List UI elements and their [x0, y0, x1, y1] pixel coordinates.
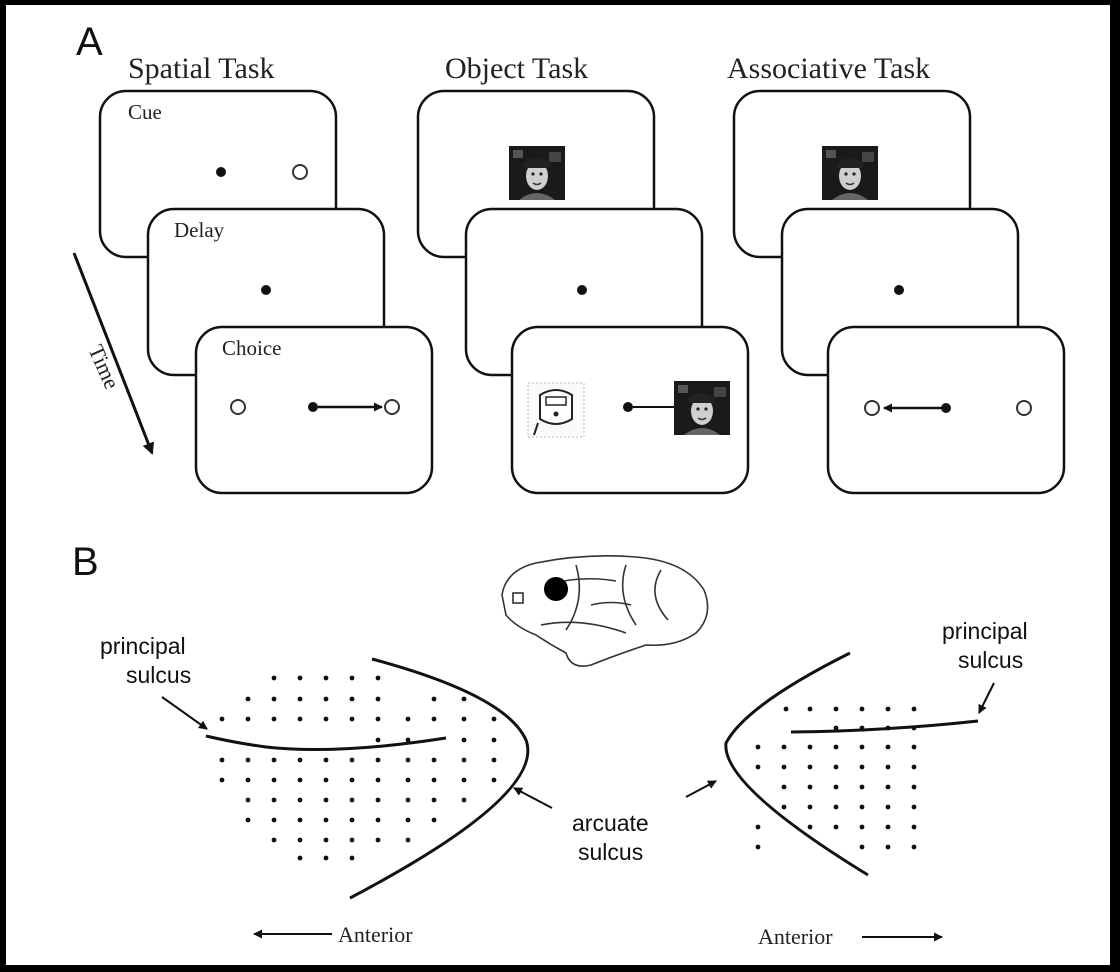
fixation-dot	[894, 285, 904, 295]
fixation-dot	[941, 403, 951, 413]
associative-task-title: Associative Task	[727, 52, 930, 85]
principal-sulcus-pointer-right	[978, 682, 995, 714]
spatial-cue-label: Cue	[128, 100, 162, 124]
spatial-delay-label: Delay	[174, 218, 225, 242]
principal-sulcus-right	[790, 719, 979, 734]
principal-sulcus-left	[205, 734, 447, 752]
cartoon-image-icon	[527, 382, 585, 438]
spatial-task-title: Spatial Task	[128, 52, 275, 85]
panel-b-label: B	[72, 540, 99, 584]
panel-a-label: A	[76, 20, 103, 64]
principal-sulcus-label-left-line2: sulcus	[126, 662, 191, 688]
arcuate-sulcus-label-line1: arcuate	[572, 810, 649, 836]
time-arrow	[72, 252, 154, 455]
principal-sulcus-pointer-left	[161, 696, 208, 730]
recording-site-marker	[544, 577, 568, 601]
target-circle	[384, 399, 400, 415]
figure-svg: A Spatial Task Object Task Associative T…	[72, 20, 1066, 949]
right-recording-grid	[755, 706, 917, 850]
left-recording-grid	[219, 675, 497, 861]
fixation-dot	[623, 402, 633, 412]
spatial-cue-target	[292, 164, 308, 180]
object-task-title: Object Task	[445, 52, 588, 85]
fixation-dot	[261, 285, 271, 295]
fixation-dot	[308, 402, 318, 412]
figure-frame: A Spatial Task Object Task Associative T…	[6, 5, 1110, 965]
arcuate-sulcus-left	[349, 657, 530, 900]
spatial-choice-label: Choice	[222, 336, 281, 360]
arcuate-sulcus-right	[724, 651, 869, 877]
arcuate-sulcus-pointer-right	[685, 780, 717, 798]
spatial-task-screens: Cue Delay Choice	[98, 89, 434, 495]
distractor-circle	[1016, 400, 1032, 416]
face-image-icon	[673, 380, 731, 436]
anterior-label-right: Anterior	[758, 924, 833, 949]
object-task-screens	[416, 89, 750, 495]
principal-sulcus-label-left-line1: principal	[100, 633, 186, 659]
anterior-label-left: Anterior	[338, 922, 413, 947]
principal-sulcus-label-right-line1: principal	[942, 618, 1028, 644]
associative-task-screens	[732, 89, 1066, 495]
principal-sulcus-label-right-line2: sulcus	[958, 647, 1023, 673]
distractor-circle	[230, 399, 246, 415]
target-circle	[864, 400, 880, 416]
monkey-brain-icon	[501, 555, 709, 667]
time-label: Time	[83, 341, 124, 393]
fixation-dot	[577, 285, 587, 295]
fixation-dot	[216, 167, 226, 177]
face-image-icon	[508, 145, 566, 201]
arcuate-sulcus-pointer-left	[513, 787, 553, 809]
face-image-icon	[821, 145, 879, 201]
arcuate-sulcus-label-line2: sulcus	[578, 839, 643, 865]
